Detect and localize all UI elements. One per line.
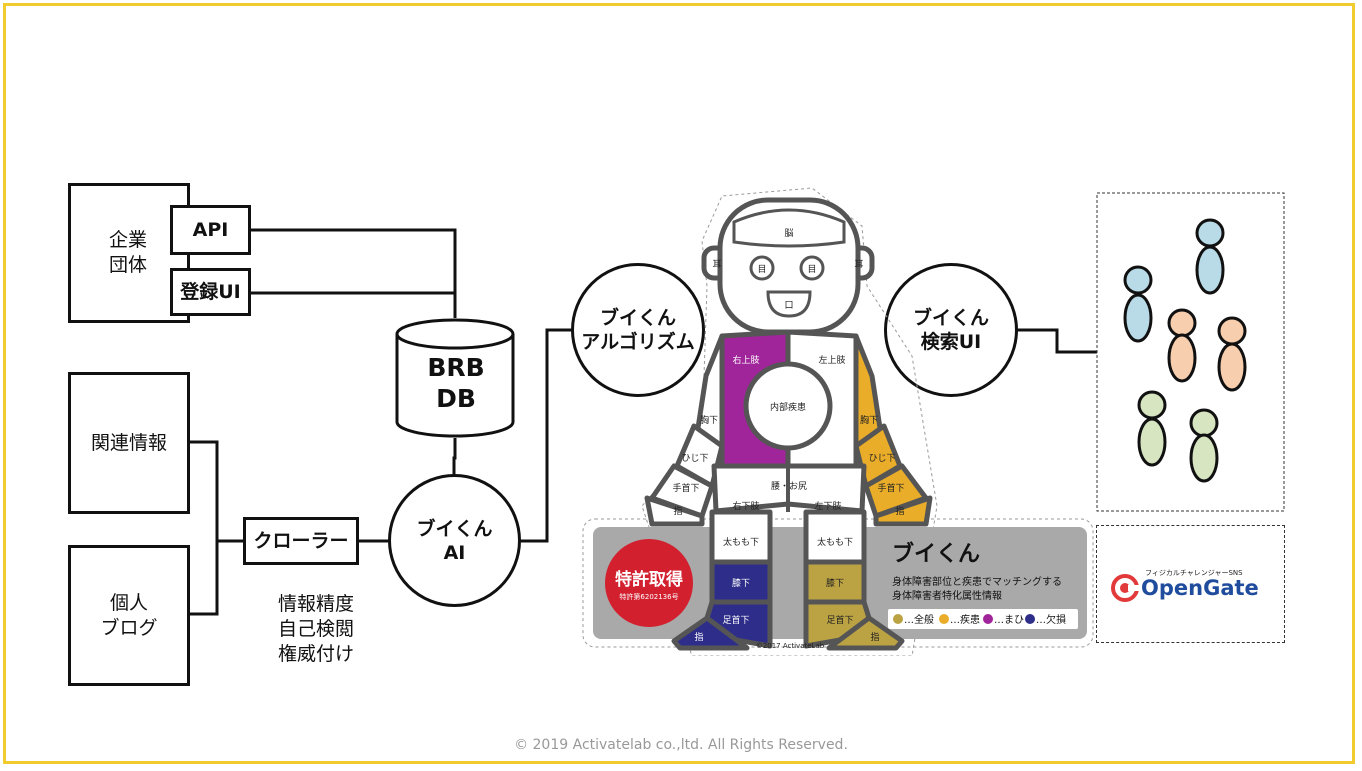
legend-disease: …疾患 — [950, 613, 980, 626]
panel-line2: 身体障害者特化属性情報 — [892, 589, 1002, 602]
register-ui-label: 登録UI — [180, 280, 241, 303]
legend-dot-paralysis — [983, 614, 993, 624]
person-icon — [1137, 390, 1167, 467]
opengate-logo-icon — [1111, 574, 1140, 602]
legend-paralysis: …まひ — [994, 614, 1024, 626]
search-to-users-line — [1017, 328, 1097, 354]
robot-below-elbow-left: ひじ下 — [681, 453, 708, 464]
patent-title: 特許取得 — [615, 569, 683, 590]
person-icon — [1123, 265, 1153, 343]
robot-below-chest-left: 胸下 — [700, 414, 718, 426]
toe-left-shape — [671, 615, 750, 651]
robot-thigh-right: 太もも下 — [817, 536, 853, 548]
ai-to-algorithm-line — [519, 328, 573, 543]
thigh-left-shape — [709, 509, 773, 565]
patent-badge — [605, 539, 693, 627]
panel-title: ブイくん — [892, 541, 980, 567]
robot-toe-right: 指 — [870, 631, 879, 643]
legend-general: …全般 — [904, 613, 934, 626]
robot-toe-left: 指 — [694, 631, 703, 643]
search-ui-circle: ブイくん 検索UI — [884, 263, 1018, 397]
robot-upper-left-limb: 左上肢 — [818, 354, 845, 366]
panel-line1: 身体障害部位と疾患でマッチングする — [892, 575, 1062, 588]
robot-below-ankle-left: 足首下 — [722, 614, 749, 626]
robot-finger-right: 指 — [895, 505, 904, 517]
robot-below-chest-right: 胸下 — [860, 414, 878, 426]
register-ui-box: 登録UI — [170, 268, 251, 316]
robot-thigh-left: 太もも下 — [723, 536, 759, 548]
robot-upper-right-limb: 右上肢 — [732, 354, 759, 366]
person-icon — [1189, 408, 1219, 483]
robot-below-elbow-right: ひじ下 — [868, 453, 895, 464]
robot-finger-left: 指 — [673, 505, 682, 517]
robot-ear-left: 耳 — [712, 259, 721, 270]
toe-right-shape — [826, 615, 905, 651]
robot-lower-right-limb: 右下肢 — [732, 500, 759, 512]
robot-eye-right: 目 — [807, 264, 816, 275]
robot-outline — [641, 187, 938, 656]
person-icon — [1195, 218, 1225, 295]
company-label: 企業 団体 — [109, 229, 148, 276]
db-label: BRB DB — [427, 353, 485, 413]
internal-disease-circle — [743, 361, 833, 451]
crawler-label: クローラー — [253, 529, 349, 552]
robot-below-ankle-right: 足首下 — [826, 614, 853, 626]
robot-brain: 脳 — [784, 227, 793, 239]
legend-dot-disease — [939, 614, 949, 624]
slide-frame — [3, 3, 1355, 764]
crawler-box: クローラー — [243, 517, 359, 565]
opengate-panel: フィジカルチャレンジャーSNS OpenGate — [1096, 525, 1285, 643]
robot-below-knee-left: 膝下 — [732, 577, 750, 589]
related-info-label: 関連情報 — [90, 431, 167, 454]
mouth-shape — [766, 290, 812, 318]
patent-number: 特許第6202136号 — [619, 592, 678, 601]
api-box: API — [170, 205, 251, 255]
finger-left-shape — [644, 495, 705, 527]
robot-copyright: ©2017 ActivateLab — [756, 642, 825, 650]
brain-shape — [732, 208, 846, 248]
robot-lower-left-limb: 左下肢 — [814, 500, 841, 512]
users-panel — [1096, 192, 1285, 512]
bui-kun-figure: 脳 耳 耳 目 目 口 右上肢 左上肢 内部疾患 胸下 胸下 ひじ下 ひじ下 手… — [582, 187, 1094, 656]
crawler-note: 情報精度 自己検閲 権威付け — [277, 593, 354, 665]
legend-dot-general — [893, 614, 903, 624]
db-cylinder-icon — [395, 318, 515, 438]
footer-copyright: © 2019 Activatelab co.,ltd. All Rights R… — [514, 737, 848, 753]
opengate-tagline: フィジカルチャレンジャーSNS — [1145, 569, 1243, 577]
robot-below-knee-right: 膝下 — [826, 577, 844, 589]
api-to-db-line — [250, 228, 457, 318]
robot-below-wrist-left: 手首下 — [672, 482, 699, 494]
robot-waist: 腰・お尻 — [771, 481, 807, 492]
personal-blog-box: 個人 ブログ — [68, 545, 190, 686]
robot-eye-left: 目 — [757, 264, 766, 275]
api-label: API — [192, 218, 229, 241]
opengate-name: OpenGate — [1141, 576, 1259, 600]
person-icon — [1167, 308, 1197, 383]
finger-right-shape — [873, 495, 933, 527]
ai-circle: ブイくん AI — [388, 474, 521, 607]
knee-left-shape — [709, 559, 773, 605]
personal-blog-label: 個人 ブログ — [100, 591, 158, 639]
eye-left-shape — [749, 255, 775, 281]
legend-missing: …欠損 — [1036, 613, 1066, 626]
robot-below-wrist-right: 手首下 — [877, 482, 904, 494]
db-to-ai-line — [452, 438, 457, 478]
robot-internal-disease: 内部疾患 — [770, 401, 806, 413]
robot-ear-right: 耳 — [854, 259, 863, 270]
legend-dot-missing — [1025, 614, 1035, 624]
robot-mouth: 口 — [784, 301, 793, 311]
related-info-box: 関連情報 — [68, 372, 190, 514]
algorithm-circle: ブイくん アルゴリズム — [571, 263, 705, 397]
related-to-crawler-line — [190, 440, 219, 616]
thigh-right-shape — [803, 509, 867, 565]
person-icon — [1217, 316, 1247, 392]
eye-right-shape — [799, 255, 825, 281]
